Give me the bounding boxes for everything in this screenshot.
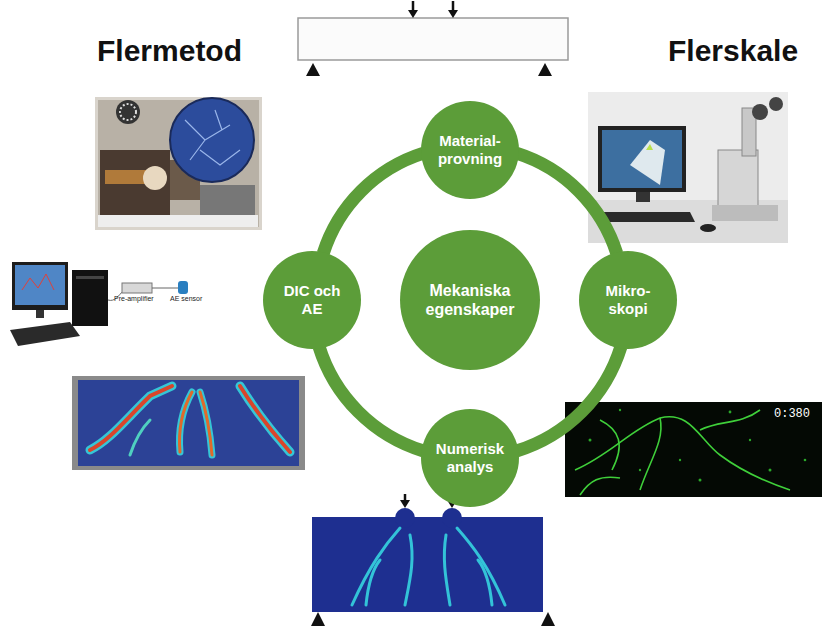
text-stack: Numerisk analys — [430, 440, 510, 476]
device-label: Pre-amplifier — [114, 295, 154, 302]
ring-connector — [323, 153, 423, 253]
device-label: AE sensor — [170, 295, 202, 302]
image-timestamp: 0:380 — [774, 407, 810, 421]
dic-image — [72, 376, 305, 470]
circle-fill — [579, 251, 677, 349]
test-machine-photo — [95, 97, 262, 230]
circle-fill — [421, 409, 519, 507]
text-stack: Mekaniska egenskaper — [415, 281, 525, 319]
circle-fill — [400, 230, 540, 370]
beam-figure — [298, 1, 568, 76]
method-circle: Mikro- skopi — [579, 251, 677, 349]
fe-model — [311, 494, 555, 626]
ring-connector — [319, 346, 424, 451]
ring-connector — [516, 346, 621, 451]
method-circle: DIC och AE — [263, 251, 361, 349]
center-circle: Mekaniska egenskaper — [400, 230, 540, 370]
method-circle: Numerisk analys — [421, 409, 519, 507]
text-stack: Mikro- skopi — [588, 282, 668, 318]
text-stack: DIC och AE — [272, 282, 352, 318]
acquisition-system — [10, 262, 188, 346]
text-stack: Material- provning — [430, 132, 510, 168]
ring-connector — [516, 153, 616, 253]
node-text: Mikro- skopi — [588, 282, 668, 318]
circle-outline — [400, 230, 540, 370]
node-text: Mekaniska egenskaper — [415, 281, 525, 319]
circle-fill — [421, 101, 519, 199]
node-text: Numerisk analys — [430, 440, 510, 476]
side-heading: Flermetod — [97, 34, 242, 68]
circle-fill — [263, 251, 361, 349]
node-text: Material- provning — [430, 132, 510, 168]
fluorescence-image — [565, 402, 822, 497]
node-text: DIC och AE — [272, 282, 352, 318]
side-heading: Flerskale — [668, 34, 798, 68]
microscope-photo — [588, 92, 788, 243]
method-circle: Material- provning — [421, 101, 519, 199]
